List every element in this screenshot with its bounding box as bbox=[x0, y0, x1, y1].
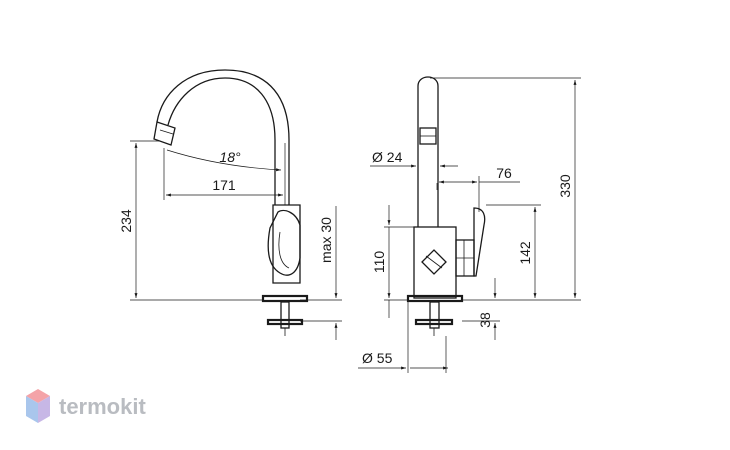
label-base-diameter: Ø 55 bbox=[362, 350, 393, 366]
label-reach: 171 bbox=[212, 177, 236, 193]
label-spout-height: 234 bbox=[118, 209, 134, 233]
label-swivel-angle: 18° bbox=[219, 149, 241, 165]
label-tail-length: 38 bbox=[477, 312, 493, 328]
label-handle-offset: 76 bbox=[496, 165, 512, 181]
label-handle-height: 142 bbox=[517, 241, 533, 265]
label-base-height: 110 bbox=[371, 251, 387, 274]
termokit-logo: termokit bbox=[26, 389, 146, 423]
front-view: Ø 24 76 110 142 330 38 Ø 55 bbox=[358, 76, 581, 373]
label-height-total: 330 bbox=[557, 174, 573, 198]
side-view: 234 171 18° max 30 bbox=[118, 69, 342, 340]
label-spout-diameter: Ø 24 bbox=[372, 149, 403, 165]
brand-wordmark: termokit bbox=[59, 394, 146, 419]
label-max-deck: max 30 bbox=[318, 217, 334, 263]
cube-icon bbox=[26, 389, 50, 423]
